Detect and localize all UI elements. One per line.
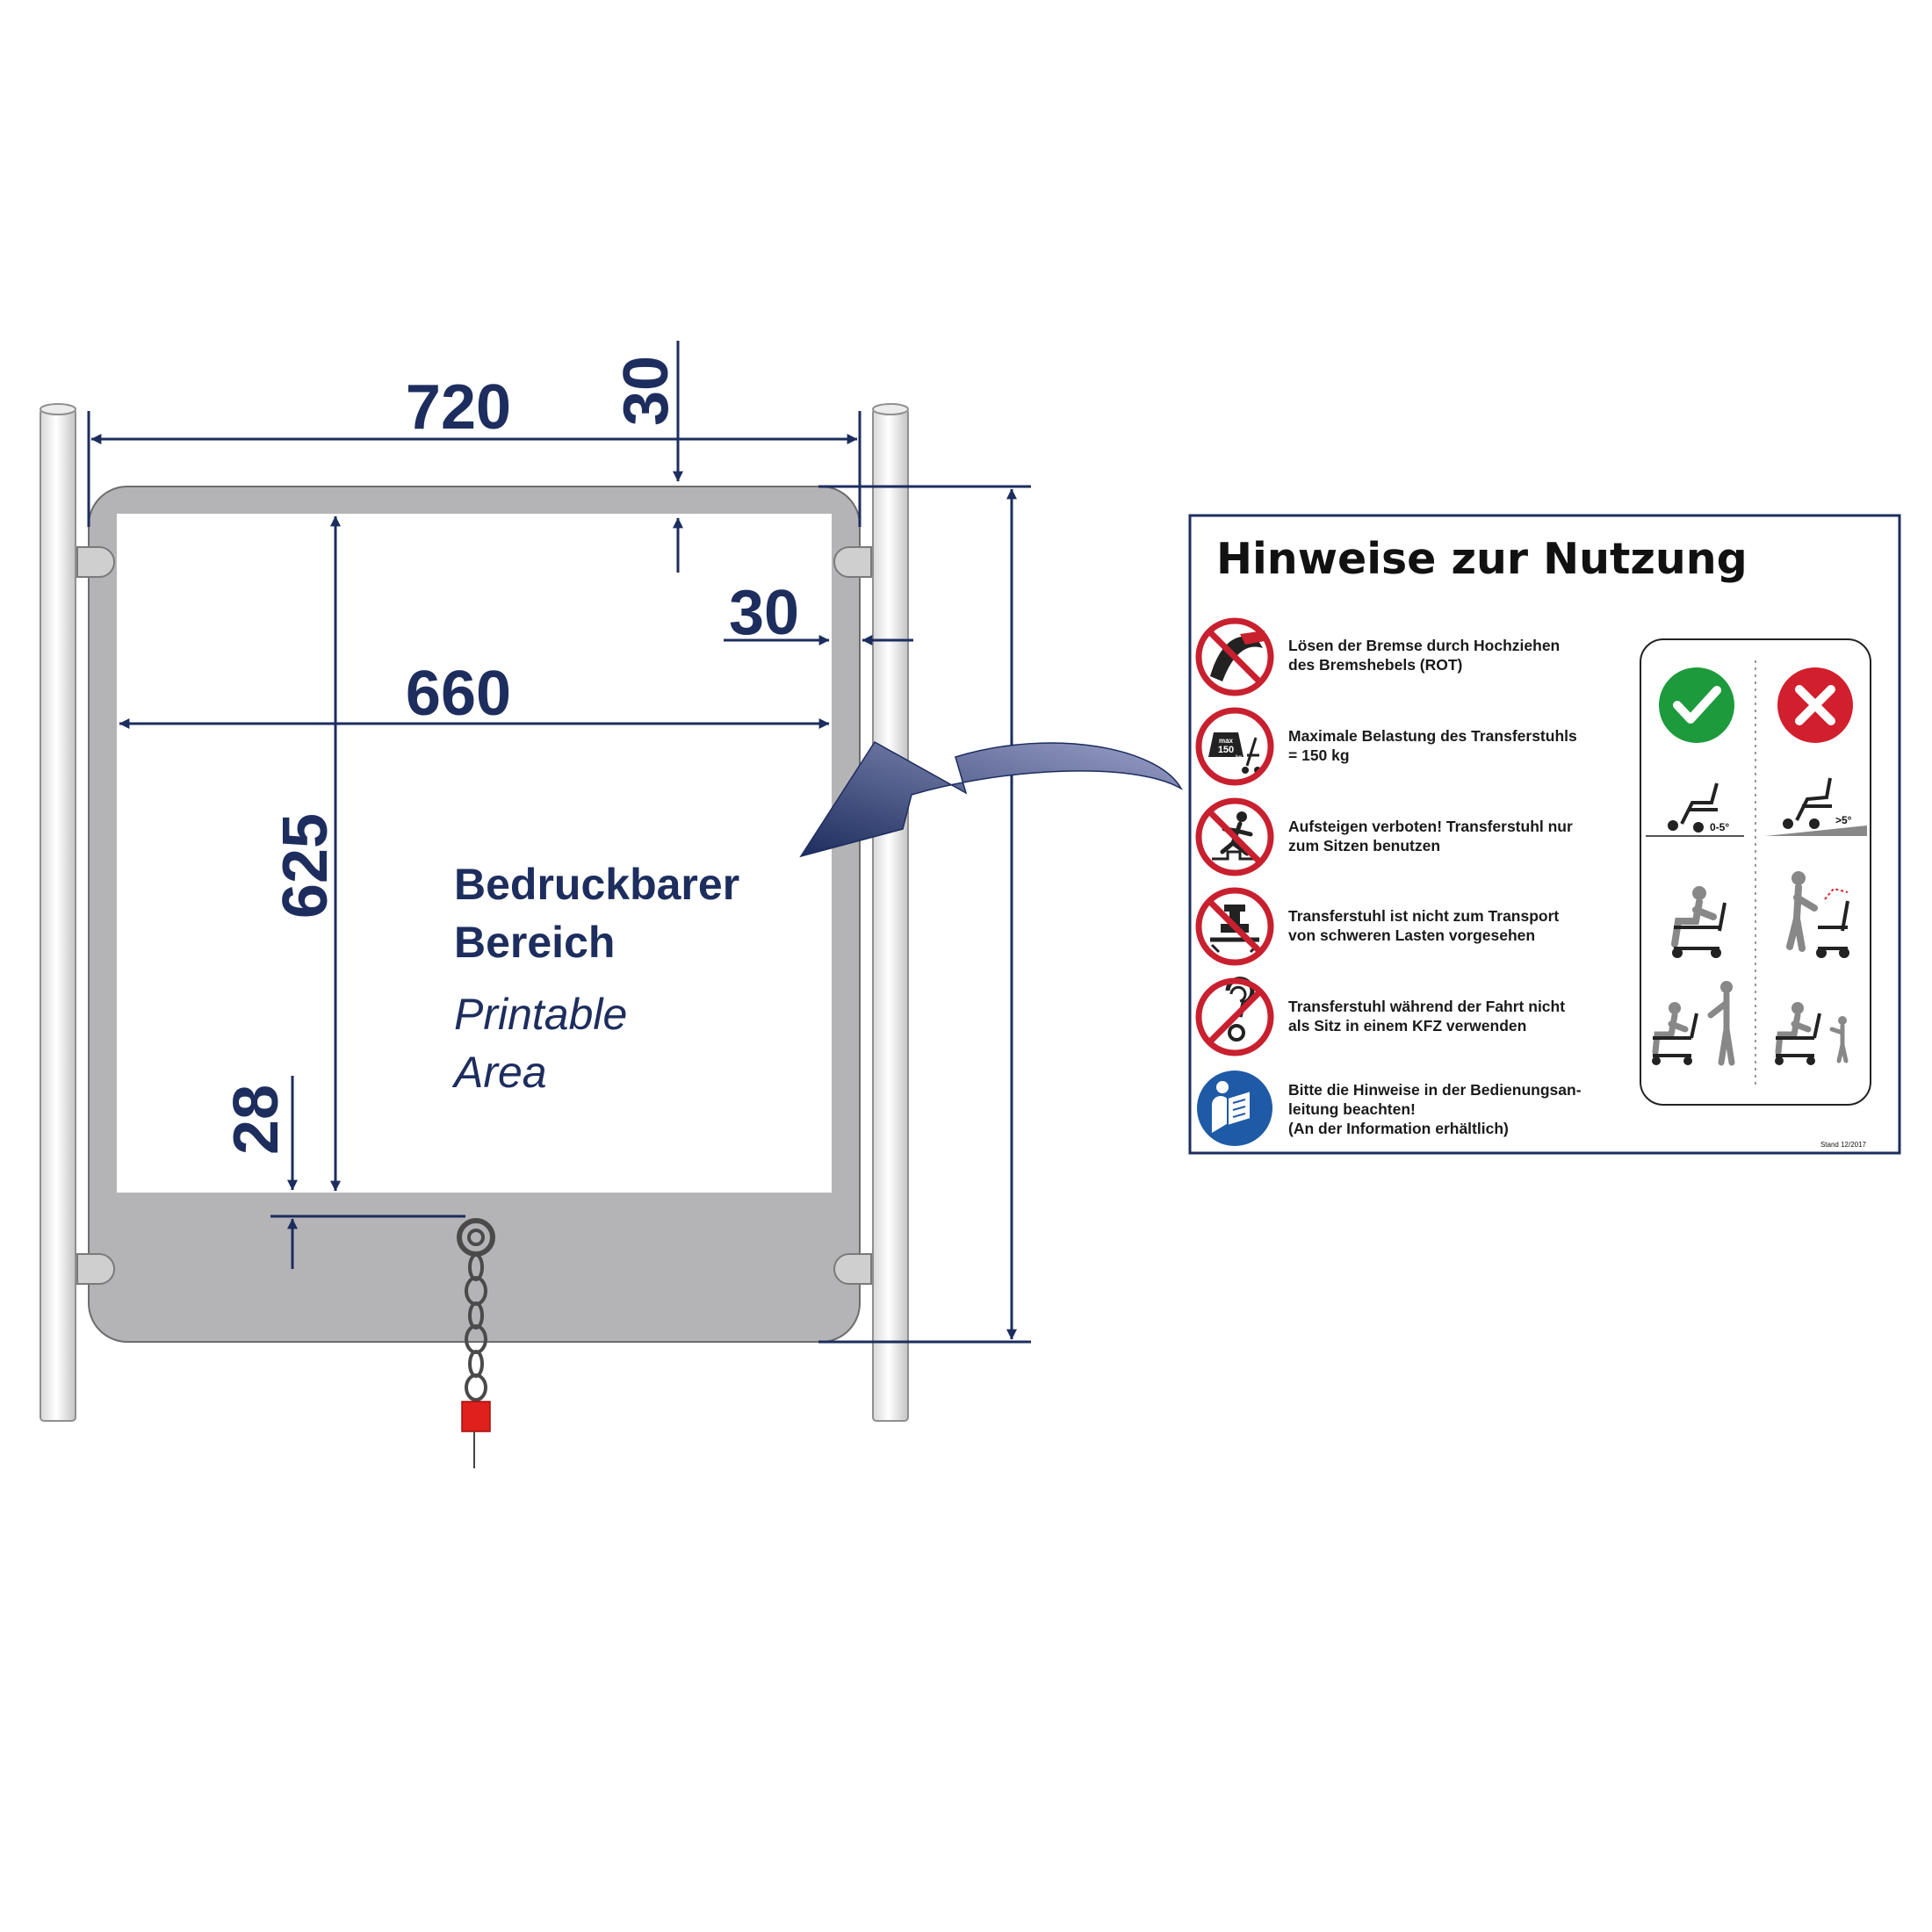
left-post: [40, 403, 76, 1422]
clamp-bottom-right: [833, 1253, 872, 1285]
no-vehicle-seat-icon: [1195, 977, 1274, 1056]
clamp-top-left: [76, 546, 115, 578]
svg-text:kg: kg: [1236, 755, 1242, 761]
printable-label-de-1: Bedruckbarer: [454, 860, 739, 909]
dim-print-width: 660: [406, 659, 511, 729]
rule-4-line-2: von schweren Lasten vorgesehen: [1288, 926, 1535, 944]
stand-date: Stand 12/2017: [1820, 1141, 1867, 1149]
chair-pushed-correct-icon: [1652, 981, 1735, 1066]
clamp-top-right: [833, 546, 872, 578]
printable-label-de-2: Bereich: [454, 918, 615, 967]
rule-1-line-1: Lösen der Bremse durch Hochziehen: [1288, 637, 1560, 654]
chair-stepping-wrong-icon: [1786, 871, 1849, 958]
sign-title: Hinweise zur Nutzung: [1216, 534, 1748, 584]
read-manual-icon: [1197, 1071, 1272, 1146]
padlock-icon: [461, 1401, 491, 1468]
chain: [457, 1218, 495, 1402]
dim-print-height: 625: [270, 813, 341, 919]
rule-2-line-1: Maximale Belastung des Transferstuhls: [1288, 727, 1577, 745]
brake-lever-prohibition-icon: [1195, 617, 1274, 696]
rule-4-line-1: Transferstuhl ist nicht zum Transport: [1288, 907, 1559, 925]
rule-3-line-1: Aufsteigen verboten! Transferstuhl nur: [1288, 818, 1573, 835]
dim-side-offset: 30: [729, 578, 799, 648]
right-post: [872, 403, 909, 1422]
rule-6-line-1: Bitte die Hinweise in der Bedienungsan-: [1288, 1081, 1582, 1099]
dim-bottom-offset: 28: [221, 1085, 292, 1155]
dim-top-offset: 30: [611, 356, 681, 426]
printable-label-en-1: Printable: [454, 990, 627, 1039]
printable-label-en-2: Area: [451, 1048, 547, 1097]
dim-total-width: 720: [406, 372, 511, 443]
printable-area: [117, 514, 832, 1193]
svg-text:>5°: >5°: [1835, 814, 1852, 826]
svg-text:max: max: [1219, 737, 1234, 745]
chair-child-pushing-wrong-icon: [1775, 1002, 1849, 1065]
rule-2-line-2: = 150 kg: [1288, 746, 1350, 764]
rule-1-line-2: des Bremshebels (ROT): [1288, 656, 1462, 674]
pointer-arrow-icon: [799, 741, 1183, 858]
rule-5-line-2: als Sitz in einem KFZ verwenden: [1288, 1017, 1526, 1034]
clamp-bottom-left: [76, 1253, 115, 1285]
no-heavy-loads-icon: [1195, 887, 1274, 966]
rule-5-line-1: Transferstuhl während der Fahrt nicht: [1288, 998, 1565, 1015]
svg-text:0-5°: 0-5°: [1710, 821, 1729, 833]
svg-text:150: 150: [1218, 745, 1234, 755]
rule-3-line-2: zum Sitzen benutzen: [1288, 837, 1440, 854]
chair-slope-bad-icon: >5°: [1765, 777, 1867, 836]
no-climbing-icon: [1195, 797, 1274, 876]
rule-6-line-2: leitung beachten!: [1288, 1100, 1416, 1118]
chair-sitting-correct-icon: [1671, 886, 1727, 958]
check-icon: [1659, 667, 1734, 743]
dimension-lines: [87, 341, 1031, 1344]
rule-6-line-3: (An der Information erhältlich): [1288, 1120, 1509, 1137]
max-weight-prohibition-icon: max 150 kg: [1195, 707, 1274, 786]
cross-icon: [1777, 667, 1853, 743]
chair-slope-ok-icon: 0-5°: [1646, 782, 1744, 837]
